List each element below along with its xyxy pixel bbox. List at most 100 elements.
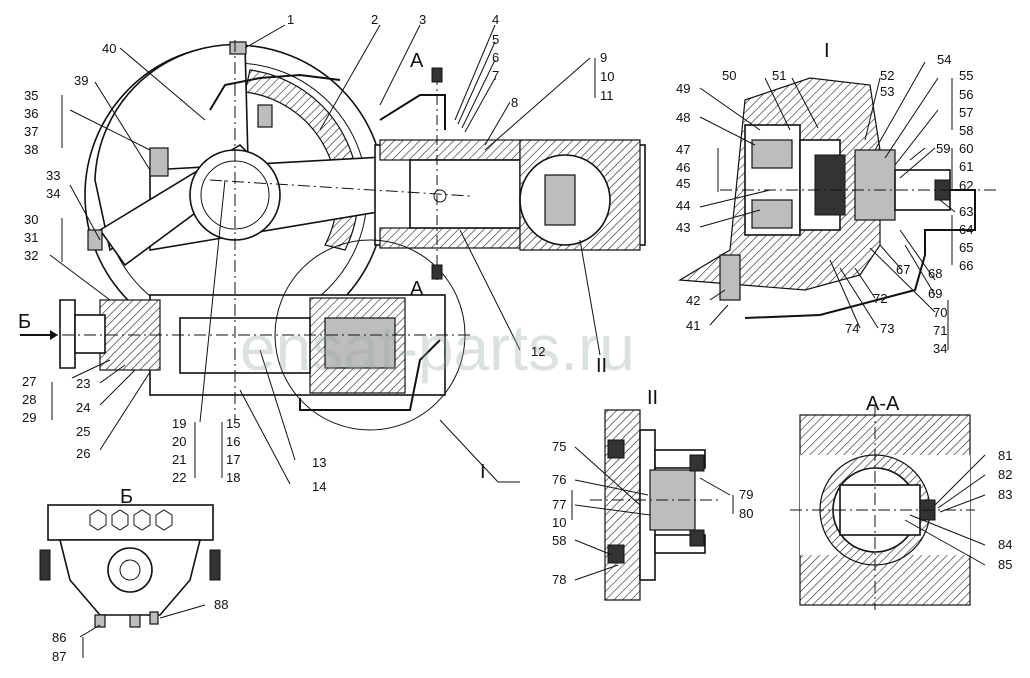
callout-62: 62 — [959, 178, 973, 193]
callout-78: 78 — [552, 572, 566, 587]
callout-5: 5 — [492, 32, 499, 47]
end-plug — [544, 174, 576, 226]
callout-66: 66 — [959, 258, 973, 273]
callout-64: 64 — [959, 222, 973, 237]
callout-6: 6 — [492, 50, 499, 65]
callout-19: 19 — [172, 416, 186, 431]
callout-55: 55 — [959, 68, 973, 83]
callout-18: 18 — [226, 470, 240, 485]
callout-20: 20 — [172, 434, 186, 449]
callout-88: 88 — [214, 597, 228, 612]
callout-84: 84 — [998, 537, 1012, 552]
callout-83: 83 — [998, 487, 1012, 502]
callout-8: 8 — [511, 95, 518, 110]
callout-2: 2 — [371, 12, 378, 27]
detail-II-marker: II — [596, 355, 607, 377]
detail-I-pipe — [744, 189, 976, 319]
cut-A-top-label: А — [410, 50, 424, 72]
bolt-left — [149, 147, 169, 177]
callouts-section-AA: 81 82 83 84 85 — [998, 448, 1012, 572]
callout-43: 43 — [676, 220, 690, 235]
callout-68: 68 — [928, 266, 942, 281]
leaders-detail-II — [574, 446, 731, 581]
view-B-arrow-label: Б — [18, 311, 31, 333]
callout-47: 47 — [676, 142, 690, 157]
leaders-detail-I — [699, 61, 956, 329]
callout-59: 59 — [936, 141, 950, 156]
callout-31: 31 — [24, 230, 38, 245]
input-flange — [59, 299, 76, 369]
callout-72: 72 — [873, 291, 887, 306]
housing-hatched-ring — [244, 69, 359, 251]
lube-pipe-right — [379, 94, 446, 130]
callout-26: 26 — [76, 446, 90, 461]
callout-58: 58 — [959, 123, 973, 138]
main-assembly — [20, 40, 646, 483]
callout-81: 81 — [998, 448, 1012, 463]
bolt-top — [229, 41, 247, 55]
bolt-right — [257, 104, 273, 128]
callout-23: 23 — [76, 376, 90, 391]
callout-52: 52 — [880, 68, 894, 83]
detail-I-marker: I — [480, 461, 486, 483]
callout-16: 16 — [226, 434, 240, 449]
watermark: ensat-parts.ru — [240, 312, 635, 384]
lube-pipe-top — [209, 73, 341, 111]
callout-85: 85 — [998, 557, 1012, 572]
callout-49: 49 — [676, 81, 690, 96]
callout-44: 44 — [676, 198, 690, 213]
callout-40: 40 — [102, 41, 116, 56]
callout-7: 7 — [492, 68, 499, 83]
callout-15: 15 — [226, 416, 240, 431]
callout-35: 35 — [24, 88, 38, 103]
callout-14: 14 — [312, 479, 326, 494]
callout-76: 76 — [552, 472, 566, 487]
callout-82: 82 — [998, 467, 1012, 482]
callout-32: 32 — [24, 248, 38, 263]
callout-51: 51 — [772, 68, 786, 83]
callout-58b: 58 — [552, 533, 566, 548]
callout-73: 73 — [880, 321, 894, 336]
detail-I-stud — [719, 254, 741, 301]
callout-11: 11 — [600, 88, 614, 103]
callout-74: 74 — [845, 321, 859, 336]
coupling — [854, 149, 896, 221]
callout-17: 17 — [226, 452, 240, 467]
callout-13: 13 — [312, 455, 326, 470]
section-AA — [790, 405, 975, 610]
callout-53: 53 — [880, 84, 894, 99]
callout-24: 24 — [76, 400, 90, 415]
callouts-detail-II: 75 76 77 10 58 78 79 80 — [552, 439, 753, 587]
callout-65: 65 — [959, 240, 973, 255]
callout-56: 56 — [959, 87, 973, 102]
main-shaft — [179, 317, 311, 374]
callout-57: 57 — [959, 105, 973, 120]
callout-61: 61 — [959, 159, 973, 174]
input-stub-shaft — [74, 314, 106, 354]
callout-39: 39 — [74, 73, 88, 88]
callouts-view-B: 86 87 88 — [52, 597, 228, 664]
cut-A-bottom-label: А — [410, 278, 424, 300]
callout-21: 21 — [172, 452, 186, 467]
callout-29: 29 — [22, 410, 36, 425]
callout-34: 34 — [46, 186, 60, 201]
callout-75: 75 — [552, 439, 566, 454]
leaders-view-B — [79, 604, 206, 638]
callout-38: 38 — [24, 142, 38, 157]
callout-brackets — [51, 58, 953, 658]
callout-46: 46 — [676, 160, 690, 175]
callout-80: 80 — [739, 506, 753, 521]
detail-I — [678, 77, 1000, 319]
detail-II-title: II — [647, 387, 658, 409]
crosshead-top-wall — [379, 139, 521, 161]
callout-10b: 10 — [552, 515, 566, 530]
callout-41: 41 — [686, 318, 700, 333]
callouts-main: 1 2 3 4 5 6 7 8 9 10 11 12 13 14 15 16 1… — [22, 12, 614, 494]
lube-pipe-lower — [299, 339, 441, 411]
view-B — [39, 504, 221, 628]
callout-42: 42 — [686, 293, 700, 308]
callout-30: 30 — [24, 212, 38, 227]
callout-1: 1 — [287, 12, 294, 27]
